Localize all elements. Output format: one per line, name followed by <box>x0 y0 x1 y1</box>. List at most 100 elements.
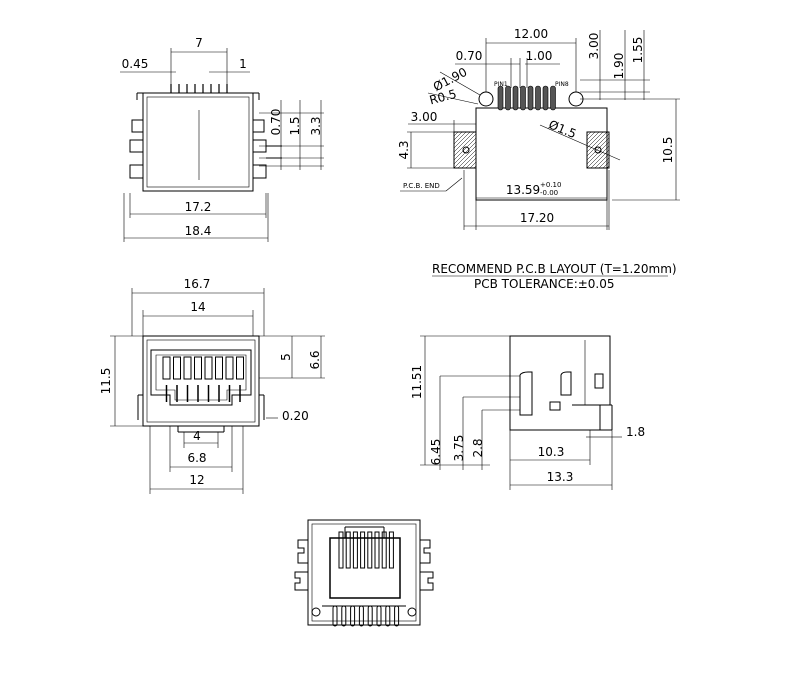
hatch-line <box>465 157 477 169</box>
hatch-line <box>586 131 600 145</box>
dim-66: 6.6 <box>308 350 322 369</box>
dim-155: 1.55 <box>631 37 645 64</box>
tol-plus: +0.10 <box>540 181 561 189</box>
bottom-pin <box>332 605 338 627</box>
hatch-line <box>606 165 610 169</box>
note-title: RECOMMEND P.C.B LAYOUT (T=1.20mm) <box>432 262 677 276</box>
dim-300-left: 3.00 <box>411 110 438 124</box>
front-contact-upper <box>215 356 223 380</box>
dim-12: 12 <box>189 473 204 487</box>
hatch-line <box>586 131 592 137</box>
hatch-line <box>457 149 477 169</box>
dim-1200: 12.00 <box>514 27 548 41</box>
bottom-pin <box>376 605 382 627</box>
hatch-line <box>453 131 467 145</box>
dim-15-top: 1.5 <box>288 116 302 135</box>
dim-1151: 11.51 <box>410 365 424 399</box>
dim-020: 0.20 <box>282 409 309 423</box>
front-contact-upper <box>194 356 202 380</box>
hatch-line <box>586 131 596 141</box>
front-view-contacts <box>162 356 244 402</box>
dim-100-pcb: 1.00 <box>526 49 553 63</box>
bottom-pin <box>341 605 347 627</box>
dim-070-pcb: 0.70 <box>456 49 483 63</box>
hatch-line <box>453 145 477 169</box>
hatch-line <box>453 137 477 161</box>
pcb-pin-pad <box>497 85 504 111</box>
dim-300-right: 3.00 <box>587 33 601 60</box>
pcb-pin-pad <box>527 85 534 111</box>
dim-1359: 13.59 <box>506 183 540 197</box>
hatch-line <box>453 131 459 137</box>
hatch-line <box>602 161 610 169</box>
hatch-line <box>469 161 477 169</box>
note-tolerance: PCB TOLERANCE:±0.05 <box>474 277 615 291</box>
hatch-line <box>590 149 610 169</box>
dim-5: 5 <box>279 353 293 361</box>
top-view-body <box>142 92 254 192</box>
top-view: 7 0.45 1 0.70 1.5 3.3 17.2 18.4 <box>120 36 324 242</box>
side-view: 11.51 6.45 3.75 2.8 10.3 1.8 13.3 <box>410 335 645 490</box>
dim-167: 16.7 <box>184 277 211 291</box>
bottom-view <box>294 519 434 627</box>
dim-28: 2.8 <box>471 438 485 457</box>
dim-133: 13.3 <box>547 470 574 484</box>
pcb-pin-pad <box>542 85 549 111</box>
dim-18: 1.8 <box>626 425 645 439</box>
hatch-line <box>453 131 475 153</box>
dim-1: 1 <box>239 57 247 71</box>
bottom-slot <box>338 531 344 569</box>
dim-190: 1.90 <box>612 53 626 80</box>
front-contact-upper <box>183 356 192 380</box>
pcb-pin-pad <box>535 85 541 111</box>
top-view-pins <box>170 84 228 93</box>
bottom-slot <box>388 531 394 569</box>
dim-14: 14 <box>190 300 205 314</box>
dim-045: 0.45 <box>122 57 149 71</box>
bottom-slot <box>345 531 351 569</box>
dim-7: 7 <box>195 36 203 50</box>
bottom-view-body <box>307 519 421 626</box>
bottom-pin <box>385 605 391 627</box>
hatch-line <box>586 131 608 153</box>
front-contact-upper <box>225 356 234 380</box>
dim-4: 4 <box>193 429 201 443</box>
hole-large-left <box>478 91 494 107</box>
dim-43: 4.3 <box>397 140 411 159</box>
dim-33-top: 3.3 <box>309 116 323 135</box>
hatch-line <box>473 165 477 169</box>
dim-hole-15: Ø1.5 <box>547 117 579 141</box>
bottom-pin <box>367 605 373 627</box>
pcb-pin-pad <box>505 85 511 111</box>
pcb-pin-pad <box>550 85 556 111</box>
hatch-line <box>453 131 463 141</box>
bottom-slot <box>374 531 380 569</box>
hatch-line <box>586 133 610 157</box>
dim-1720: 17.20 <box>520 211 554 225</box>
hatch-line <box>453 131 471 149</box>
dim-070-top: 0.70 <box>269 109 283 136</box>
dim-105: 10.5 <box>661 137 675 164</box>
bottom-view-pins <box>332 605 400 627</box>
dim-184: 18.4 <box>185 224 212 238</box>
dim-172: 17.2 <box>185 200 212 214</box>
hatch-line <box>594 153 610 169</box>
front-contact-upper <box>236 356 244 380</box>
hatch-line <box>453 133 477 157</box>
bottom-slot <box>352 531 358 569</box>
dim-645: 6.45 <box>429 439 443 466</box>
hatch-line <box>598 157 610 169</box>
label-pcb-end: P.C.B. END <box>403 182 440 190</box>
front-view-body <box>142 335 260 427</box>
hatch-line <box>586 131 604 149</box>
bottom-slot <box>367 531 373 569</box>
hatch-line <box>586 137 610 161</box>
dim-375: 3.75 <box>452 435 466 462</box>
label-pin8: PIN8 <box>555 81 569 88</box>
bottom-pin <box>394 605 400 627</box>
hatch-line <box>461 153 477 169</box>
pcb-pin-pads <box>497 85 556 111</box>
dim-103: 10.3 <box>538 445 565 459</box>
dim-r05: R0.5 <box>428 87 458 108</box>
